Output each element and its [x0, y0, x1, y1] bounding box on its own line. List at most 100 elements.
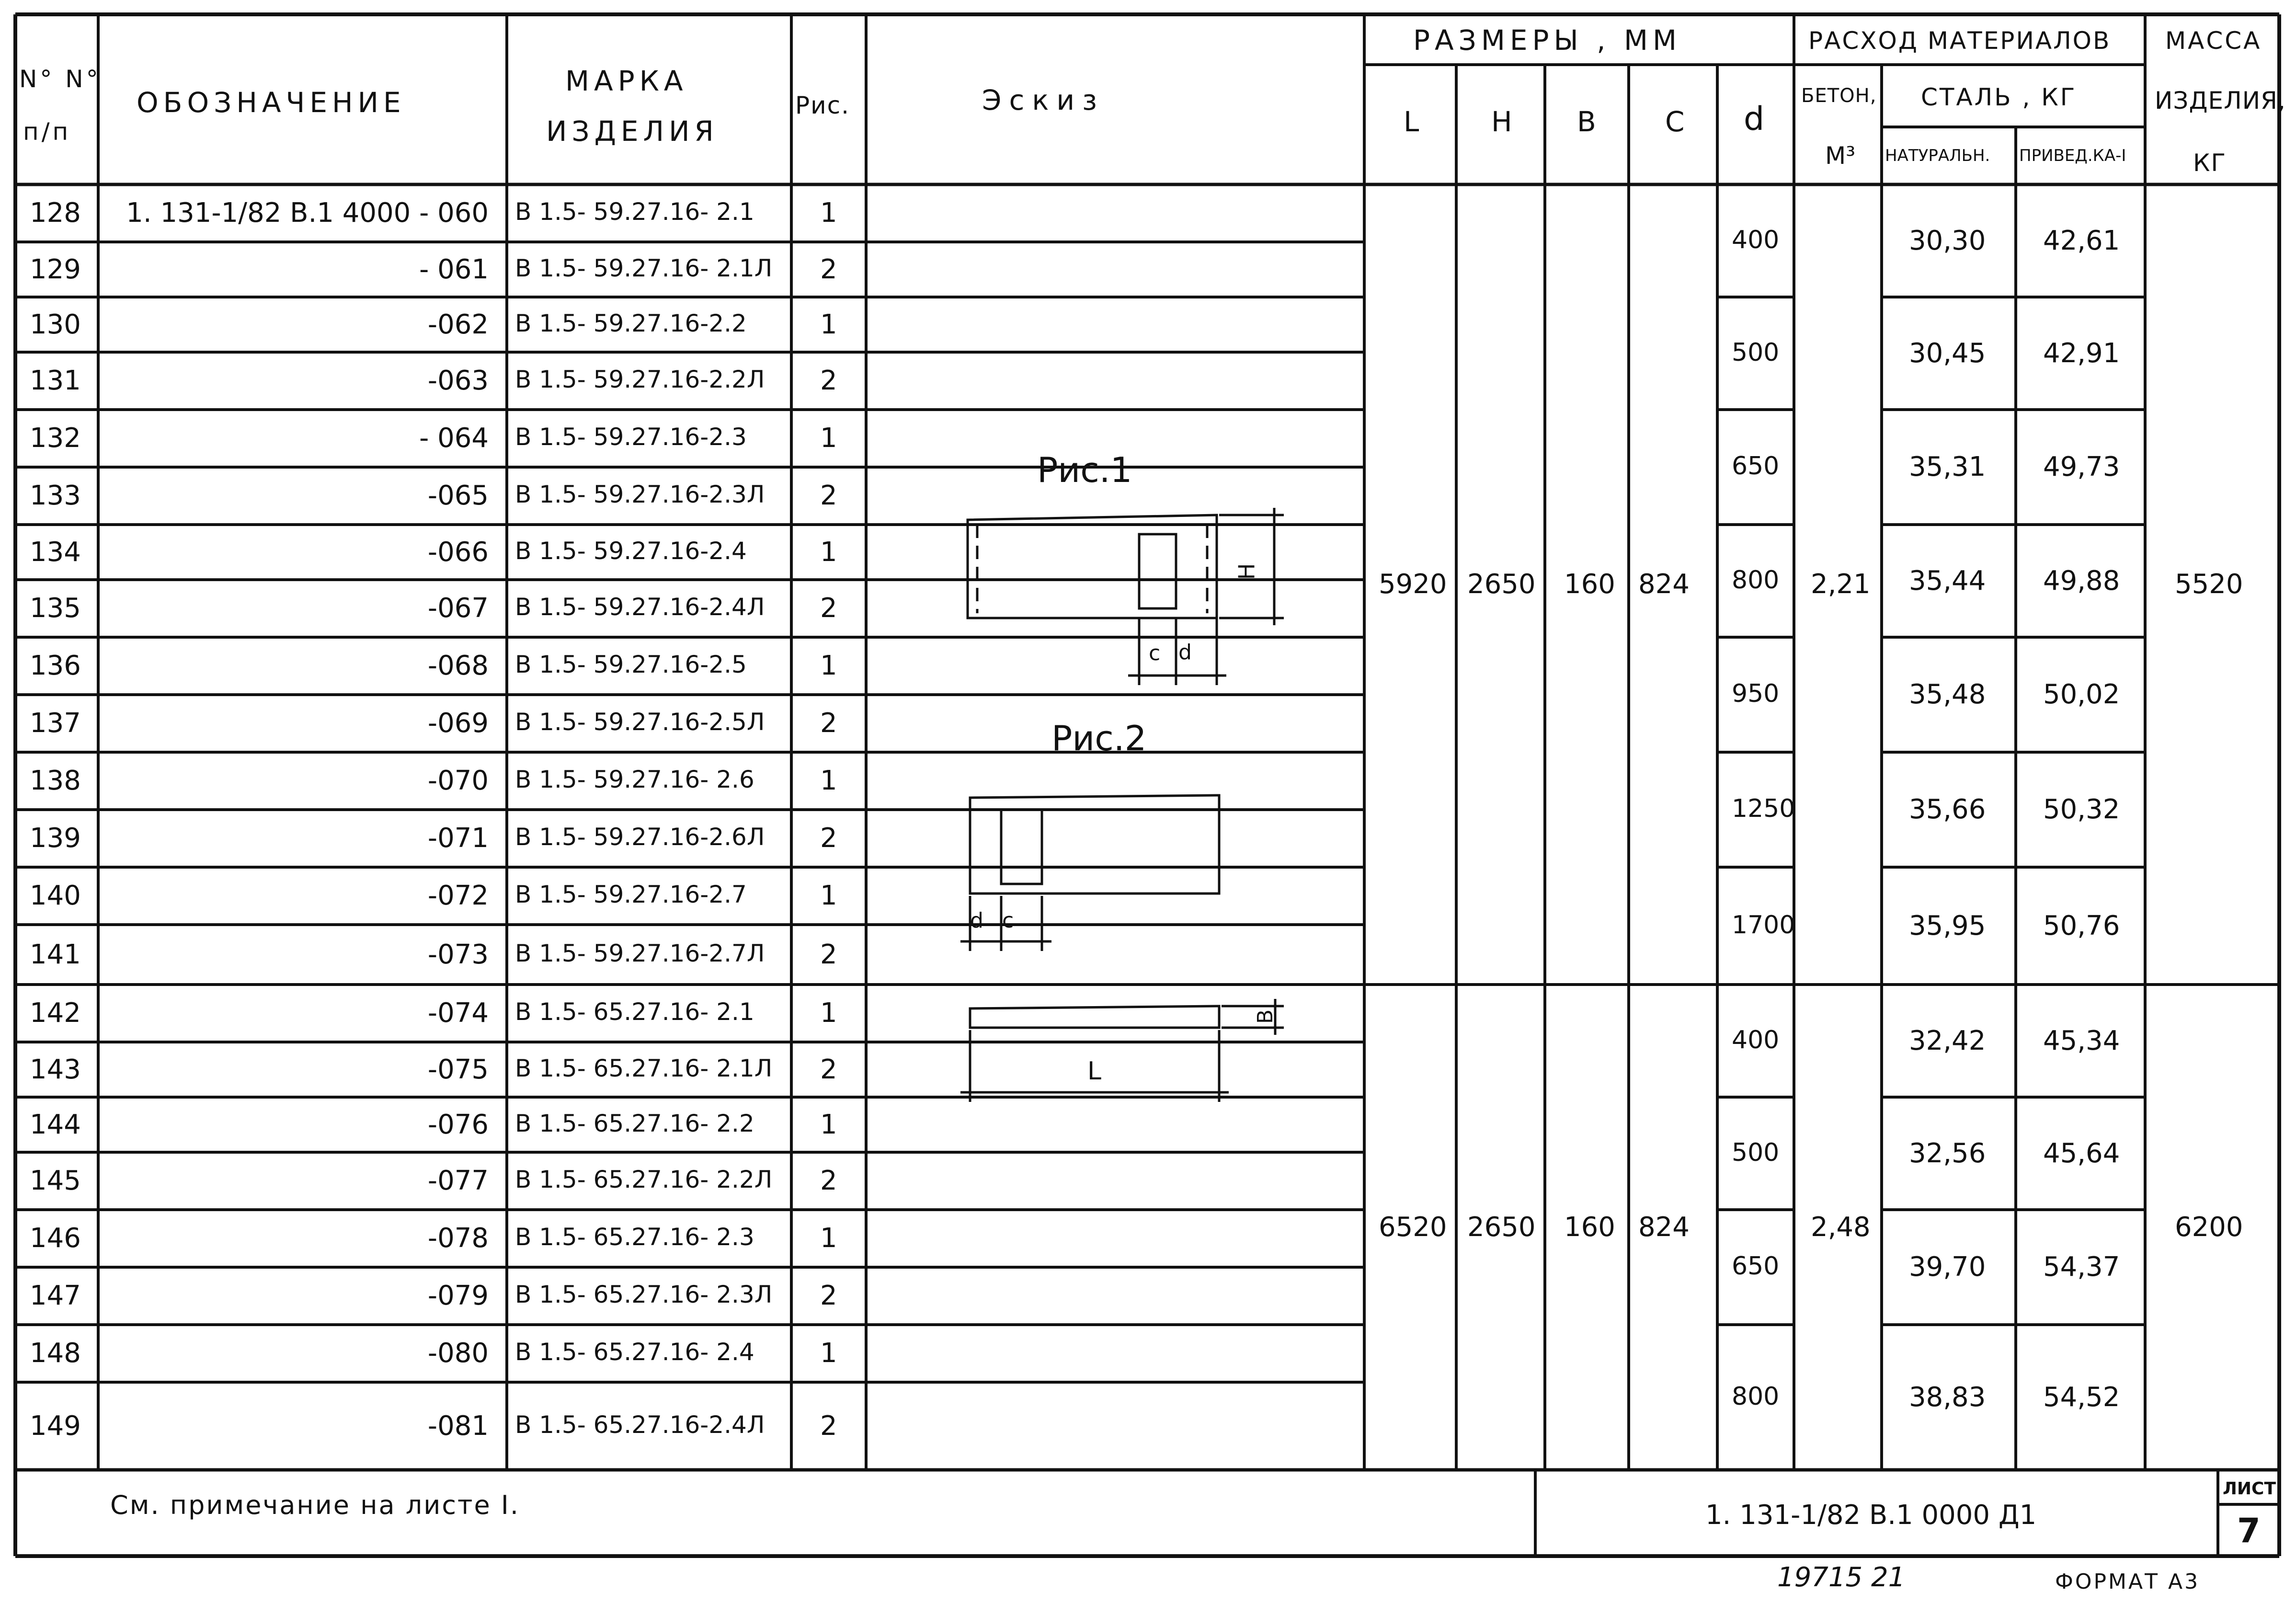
row-designation: -068: [427, 650, 489, 681]
group-height: 2650: [1467, 569, 1536, 600]
row-mark: В 1.5- 65.27.16- 2.4: [515, 1338, 754, 1366]
row-number: 148: [30, 1338, 81, 1369]
item-d: 800: [1732, 1382, 1780, 1411]
row-mark: В 1.5- 59.27.16-2.3: [515, 423, 747, 451]
sketch-fig1-edges: [976, 525, 1209, 613]
footer-bottom-code: 19715 21: [1777, 1562, 1906, 1593]
row-designation: -066: [427, 536, 489, 568]
row-figure: 1: [820, 880, 837, 911]
row-number: 146: [30, 1223, 81, 1254]
row-number: 130: [30, 309, 81, 340]
row-mark: В 1.5- 65.27.16- 2.1Л: [515, 1054, 773, 1082]
group-mass: 6200: [2175, 1211, 2243, 1243]
header-sketch: Эскиз: [982, 84, 1105, 116]
row-designation: -077: [427, 1165, 489, 1196]
header-L: L: [1404, 105, 1419, 138]
group-thickness: 160: [1564, 569, 1615, 600]
row-designation: -079: [427, 1280, 489, 1311]
row-number: 136: [30, 650, 81, 681]
item-d: 500: [1732, 338, 1780, 367]
row-figure: 2: [820, 939, 837, 970]
row-designation: 1. 131-1/82 В.1 4000 - 060: [126, 197, 489, 229]
row-number: 145: [30, 1165, 81, 1196]
row-figure: 2: [820, 253, 837, 285]
header-steel: СТАЛЬ , КГ: [1921, 83, 2077, 111]
row-designation: -075: [427, 1054, 489, 1085]
sketch-fig1-dim-h: [1219, 508, 1284, 625]
item-d: 400: [1732, 225, 1780, 254]
group-mass: 5520: [2175, 569, 2243, 600]
header-C: C: [1665, 105, 1685, 138]
item-steel-natural: 35,95: [1909, 910, 1986, 941]
sketch-drawings: [960, 508, 1284, 1102]
row-designation: -073: [427, 939, 489, 970]
item-steel-natural: 38,83: [1909, 1381, 1986, 1413]
row-number: 142: [30, 997, 81, 1029]
header-B: В: [1577, 105, 1596, 138]
sketch2-dim-d: d: [970, 908, 983, 933]
row-figure: 1: [820, 309, 837, 340]
row-number: 149: [30, 1410, 81, 1442]
header-designation: ОБОЗНАЧЕНИЕ: [137, 86, 406, 119]
row-figure: 2: [820, 1280, 837, 1311]
row-mark: В 1.5- 59.27.16- 2.1: [515, 198, 754, 226]
row-mark: В 1.5- 65.27.16- 2.2: [515, 1109, 754, 1137]
header-mass: МАССА: [2165, 27, 2262, 55]
item-steel-reduced: 45,64: [2043, 1137, 2120, 1169]
sketch-dim-b: В: [1253, 1009, 1278, 1024]
sketch-fig1-dim-cd: [1128, 618, 1226, 685]
row-number: 137: [30, 708, 81, 739]
item-steel-natural: 39,70: [1909, 1251, 1986, 1283]
row-designation: -074: [427, 997, 489, 1029]
row-figure: 1: [820, 1338, 837, 1369]
header-num2: п/п: [23, 118, 71, 146]
row-designation: -076: [427, 1109, 489, 1140]
footer-sheet-no: 7: [2237, 1511, 2261, 1550]
item-steel-reduced: 49,73: [2043, 451, 2120, 482]
header-num: N° N°: [19, 65, 101, 93]
item-steel-natural: 35,31: [1909, 451, 1986, 482]
row-mark: В 1.5- 65.27.16- 2.2Л: [515, 1166, 773, 1193]
row-designation: -072: [427, 880, 489, 911]
item-d: 1700: [1732, 910, 1795, 939]
item-steel-reduced: 49,88: [2043, 565, 2120, 596]
row-figure: 1: [820, 423, 837, 454]
row-number: 129: [30, 253, 81, 285]
header-steel-nat: НАТУРАЛЬН.: [1885, 146, 1990, 165]
item-steel-reduced: 42,91: [2043, 337, 2120, 369]
footer-doc-code: 1. 131-1/82 В.1 0000 Д1: [1705, 1500, 2037, 1531]
row-mark: В 1.5- 65.27.16-2.4Л: [515, 1410, 765, 1439]
group-c: 824: [1638, 569, 1690, 600]
item-steel-reduced: 50,02: [2043, 679, 2120, 710]
row-figure: 2: [820, 823, 837, 854]
header-consumption: РАСХОД МАТЕРИАЛОВ: [1808, 27, 2111, 55]
row-designation: - 064: [419, 423, 489, 454]
sketch-fig2-opening: [1000, 808, 1043, 885]
row-number: 128: [30, 197, 81, 229]
row-figure: 1: [820, 197, 837, 229]
item-steel-natural: 30,30: [1909, 225, 1986, 256]
header-steel-red: ПРИВЕД.КА-I: [2019, 146, 2126, 165]
row-mark: В 1.5- 59.27.16-2.5Л: [515, 708, 765, 736]
row-number: 135: [30, 593, 81, 624]
sketch-dim-c: c: [1149, 641, 1161, 665]
sketch-section: [969, 1005, 1221, 1029]
row-figure: 1: [820, 536, 837, 568]
row-designation: -081: [427, 1410, 489, 1442]
item-d: 650: [1732, 1252, 1780, 1281]
sketch-fig1-panel: [966, 514, 1218, 619]
item-steel-natural: 32,42: [1909, 1025, 1986, 1056]
row-figure: 2: [820, 1410, 837, 1442]
header-concrete: БЕТОН,: [1801, 85, 1877, 107]
row-mark: В 1.5- 65.27.16- 2.1: [515, 998, 754, 1026]
footer-format: ФОРМАТ А3: [2055, 1570, 2200, 1594]
group-concrete: 2,21: [1811, 569, 1871, 600]
row-mark: В 1.5- 65.27.16- 2.3: [515, 1223, 754, 1251]
row-number: 138: [30, 765, 81, 796]
header-D: d: [1744, 100, 1765, 138]
row-number: 131: [30, 365, 81, 396]
row-figure: 2: [820, 365, 837, 396]
row-figure: 1: [820, 650, 837, 681]
